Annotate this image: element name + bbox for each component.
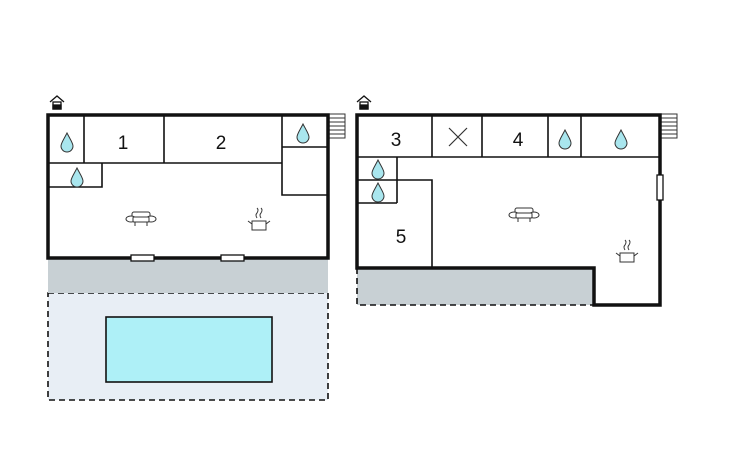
bathroom-icon — [70, 167, 84, 188]
void-cross-icon — [448, 127, 468, 147]
entrance-icon — [356, 95, 372, 110]
ground-floor-plan: 1 2 — [46, 95, 346, 401]
bathroom-icon — [371, 159, 385, 180]
window — [656, 174, 664, 201]
pool — [105, 316, 273, 383]
sofa-icon — [125, 211, 157, 227]
bathroom-icon — [371, 182, 385, 203]
room-label-5: 5 — [396, 227, 407, 248]
stairs-icon — [327, 113, 346, 139]
kitchen-pot-icon — [247, 207, 271, 231]
window — [130, 254, 155, 262]
terrace — [357, 268, 594, 305]
room-label-4: 4 — [513, 130, 524, 151]
bathroom-icon — [296, 123, 310, 144]
bathroom-icon — [60, 132, 74, 153]
kitchen-pot-icon — [615, 239, 639, 263]
outer-wall — [355, 113, 662, 307]
first-floor-plan: 3 4 5 — [355, 95, 678, 307]
window — [220, 254, 245, 262]
room-label-3: 3 — [391, 130, 402, 151]
sofa-icon — [508, 207, 540, 223]
terrace — [48, 258, 328, 293]
room-label-2: 2 — [216, 133, 227, 154]
stairs-icon — [659, 113, 678, 139]
bathroom-icon — [614, 129, 628, 150]
bathroom-icon — [558, 129, 572, 150]
entrance-icon — [49, 95, 65, 110]
room-label-1: 1 — [118, 133, 129, 154]
